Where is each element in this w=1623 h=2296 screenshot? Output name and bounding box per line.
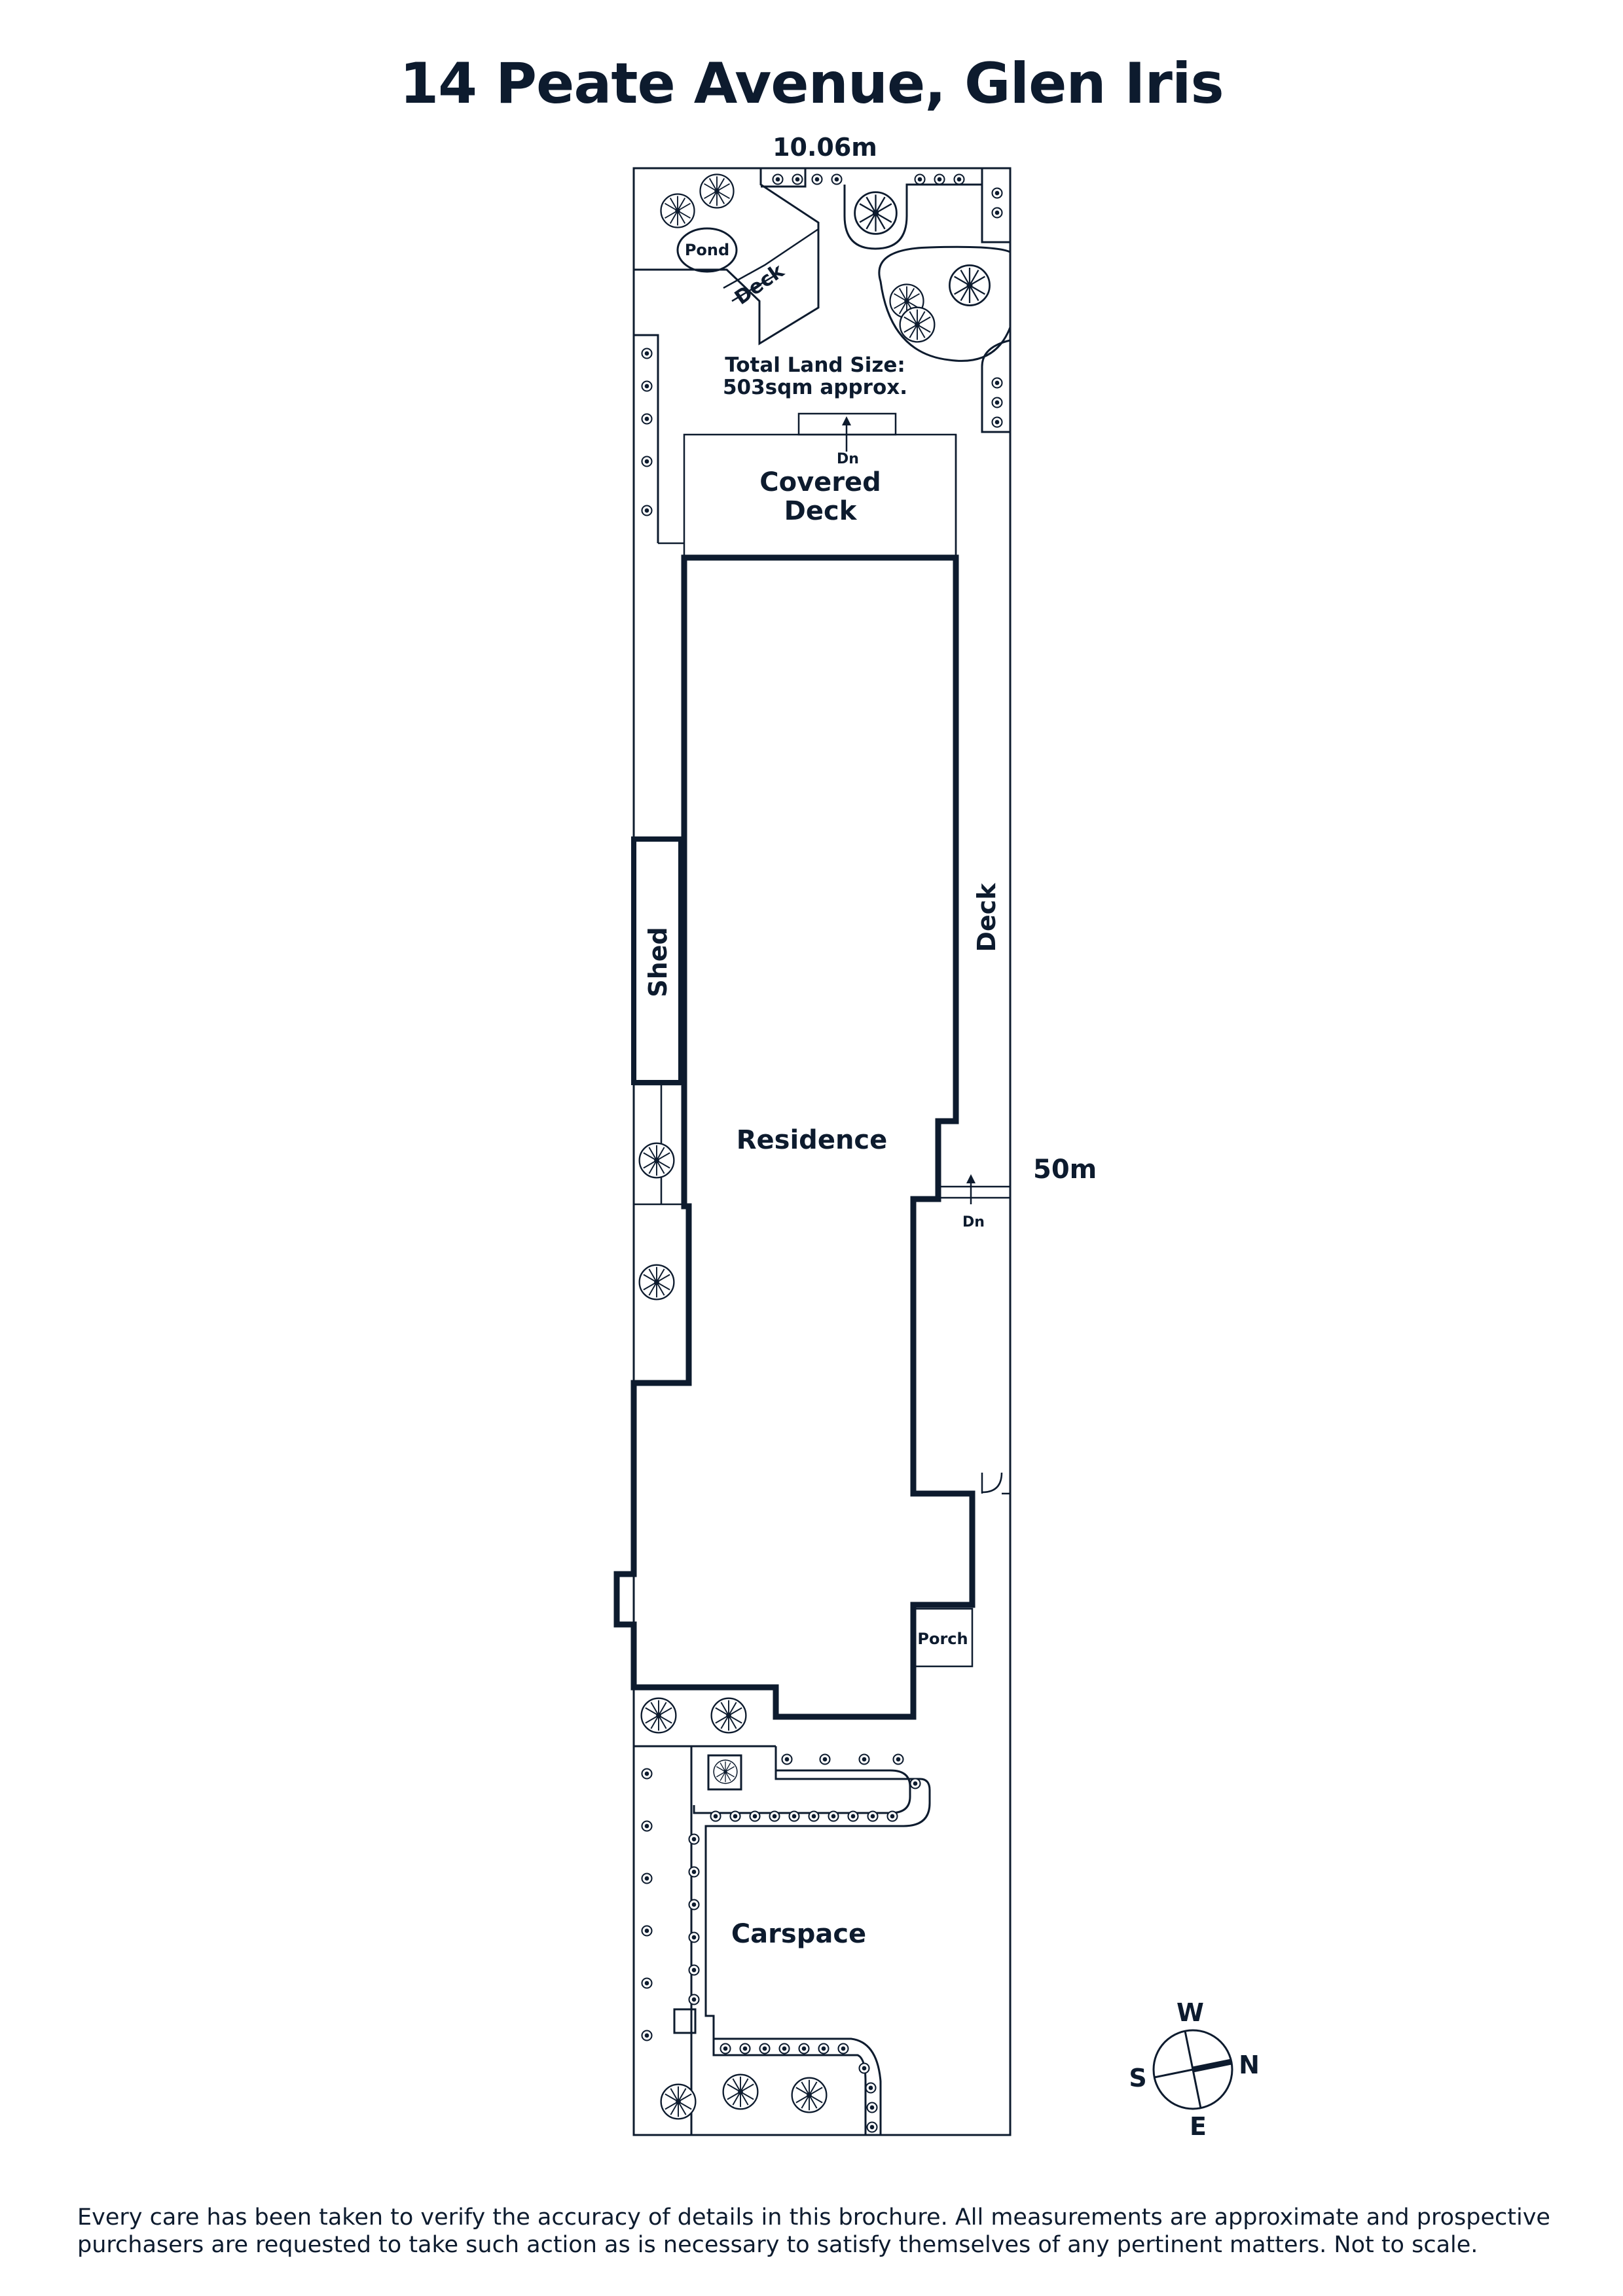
- tree-icon: [638, 1264, 675, 1300]
- compass-east: E: [1190, 2112, 1207, 2141]
- disclaimer-line-1: Every care has been taken to verify the …: [77, 2204, 1550, 2231]
- garden-bed-oval: [878, 245, 1012, 362]
- tree-icon: [722, 2073, 759, 2110]
- covered-deck-label-2: Deck: [784, 496, 858, 526]
- property-boundary: [632, 167, 1012, 2136]
- pond-label: Pond: [685, 241, 729, 259]
- compass-south: S: [1129, 2064, 1146, 2092]
- tree-icon: [640, 1697, 677, 1734]
- compass-north: N: [1239, 2051, 1260, 2079]
- gate-swing: [981, 1472, 1003, 1494]
- porch-label: Porch: [917, 1630, 968, 1648]
- tree-icon: [660, 2083, 697, 2120]
- shed-label: Shed: [644, 927, 672, 997]
- side-stairs-down-label: Dn: [962, 1214, 985, 1230]
- porch: [912, 1607, 974, 1668]
- disclaimer: Every care has been taken to verify the …: [77, 2204, 1557, 2259]
- garden-bed-center: [843, 168, 983, 250]
- covered-deck-label-1: Covered: [759, 467, 881, 497]
- tree-icon: [638, 1142, 675, 1179]
- tree-icon: [660, 193, 695, 228]
- tree-icon: [899, 306, 936, 343]
- tree-icon: [949, 264, 991, 306]
- tree-icon: [713, 1759, 738, 1784]
- garden-bed-rear-mid: [761, 168, 807, 188]
- residence-outline: [613, 554, 976, 1720]
- tree-icon: [854, 191, 898, 235]
- tree-icon: [791, 2077, 828, 2113]
- stairs-down-label: Dn: [837, 451, 859, 467]
- garden-bed-side-left: [634, 334, 659, 543]
- side-deck-label: Deck: [972, 883, 1001, 952]
- carspace-label: Carspace: [731, 1919, 866, 1949]
- residence-label: Residence: [737, 1125, 888, 1155]
- shed: [631, 836, 684, 1085]
- width-dimension: 10.06m: [773, 133, 877, 162]
- pond: [676, 227, 738, 273]
- land-size-line2: 503sqm approx.: [723, 376, 907, 399]
- garden-bed-right: [981, 185, 1010, 243]
- planter-box-small: [673, 2008, 697, 2034]
- compass-icon: [1152, 2029, 1233, 2110]
- tree-icon: [699, 173, 735, 209]
- disclaimer-line-2: purchasers are requested to take such ac…: [77, 2232, 1478, 2258]
- planter-box: [707, 1754, 742, 1791]
- land-size-line1: Total Land Size:: [725, 353, 905, 377]
- front-bed-top: [634, 1745, 931, 2135]
- compass-west: W: [1176, 1998, 1204, 2027]
- length-dimension: 50m: [1033, 1155, 1097, 1185]
- page-title: 14 Peate Avenue, Glen Iris: [399, 51, 1224, 117]
- garden-bed-rear-left: [634, 168, 820, 346]
- garden-bed-side-right: [981, 339, 1011, 433]
- rear-deck: [723, 228, 819, 302]
- tree-icon: [710, 1697, 747, 1734]
